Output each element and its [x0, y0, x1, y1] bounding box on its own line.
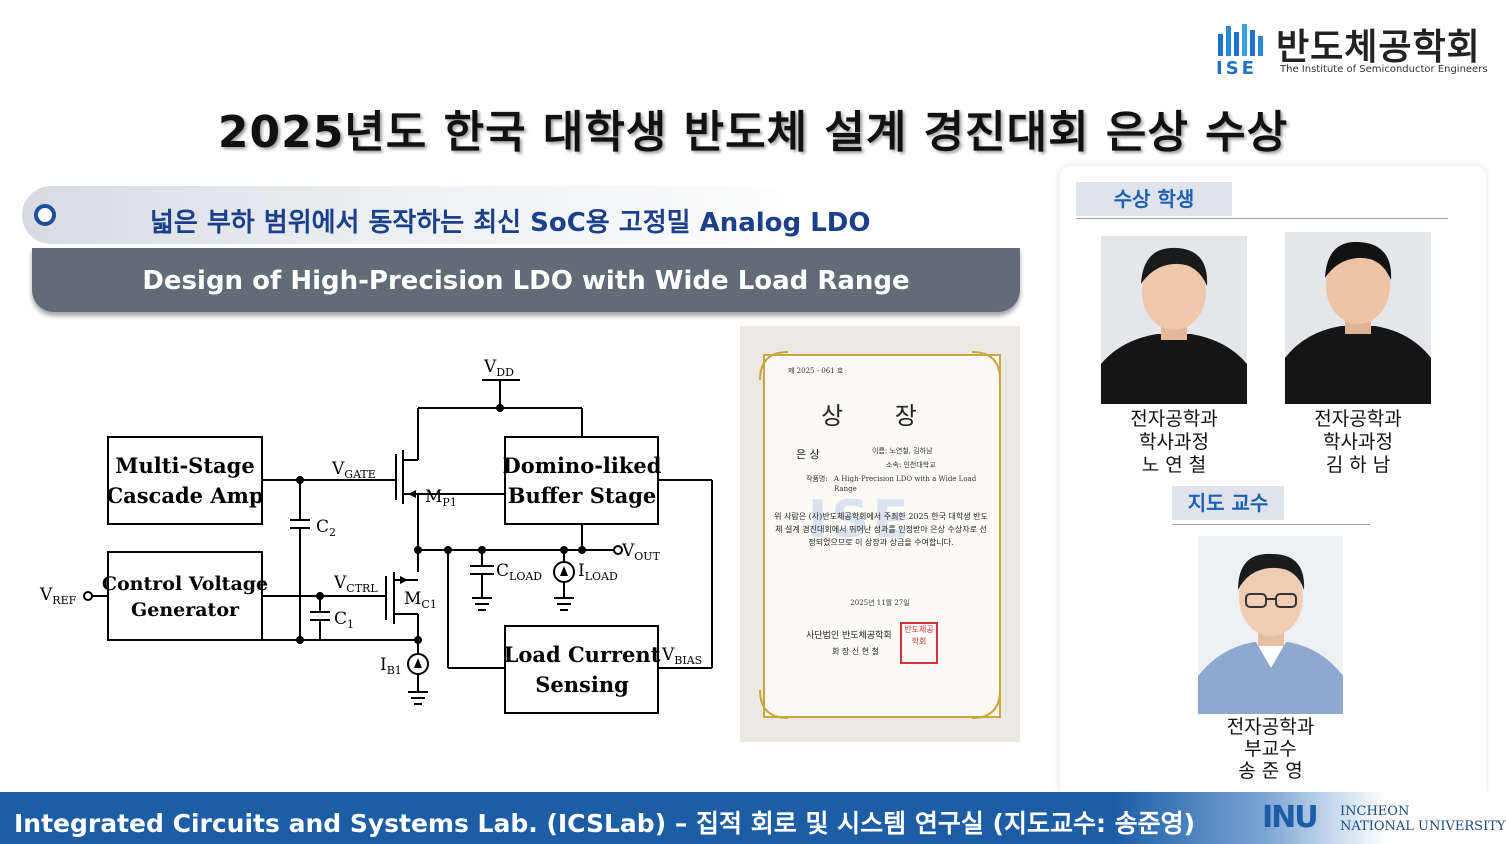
- vctrl-sub: CTRL: [346, 582, 378, 595]
- bullet-icon: [34, 204, 56, 226]
- vout-label: V: [621, 541, 635, 561]
- vdd-label: V: [483, 357, 497, 377]
- ib1-sub: B1: [387, 664, 402, 677]
- svg-text:VGATE: VGATE: [331, 459, 376, 481]
- svg-text:C1: C1: [334, 609, 354, 631]
- vbias-label: V: [661, 645, 675, 665]
- svg-text:VDD: VDD: [483, 357, 514, 379]
- load-current-sensing-block: [504, 625, 659, 714]
- lcs-label-1: Load Current: [504, 642, 661, 667]
- svg-text:MP1: MP1: [425, 487, 457, 509]
- project-subtitle: 넓은 부하 범위에서 동작하는 최신 SoC용 고정밀 Analog LDO: [150, 208, 871, 238]
- iload-label: I: [578, 561, 585, 581]
- inu-logo: INU: [1262, 800, 1319, 835]
- cload-label: C: [496, 561, 509, 581]
- amp-label-1: Multi-Stage: [115, 453, 254, 478]
- multi-stage-amp-block: [107, 436, 263, 525]
- buffer-label-2: Buffer Stage: [508, 483, 657, 508]
- lcs-label-2: Sensing: [535, 672, 629, 697]
- ldo-circuit-diagram: Multi-Stage Cascade Amp Control Voltage …: [39, 357, 713, 714]
- project-banner-text: Design of High-Precision LDO with Wide L…: [142, 266, 910, 296]
- cload-sub: LOAD: [509, 570, 542, 583]
- vgate-sub: GATE: [344, 468, 376, 481]
- student-2-course: 학사과정: [1323, 431, 1393, 453]
- ise-logo-english: The Institute of Semiconductor Engineers: [1280, 64, 1488, 75]
- vgate-label: V: [331, 459, 345, 479]
- vdd-sub: DD: [496, 366, 514, 379]
- iload-sub: LOAD: [585, 570, 618, 583]
- certificate-affiliation: 소속: 인천대학교: [886, 461, 936, 469]
- ib1-label: I: [380, 655, 387, 675]
- university-name-line1: INCHEON: [1340, 804, 1410, 819]
- awardees-divider: [1076, 218, 1448, 219]
- university-name-line2: NATIONAL UNIVERSITY: [1340, 819, 1506, 834]
- student-2-dept: 전자공학과: [1314, 408, 1402, 430]
- footer-lab-name: Integrated Circuits and Systems Lab. (IC…: [14, 809, 1196, 838]
- advisor-name: 송 준 영: [1238, 760, 1303, 782]
- amp-label-2: Cascade Amp: [106, 483, 263, 508]
- buffer-label-1: Domino-liked: [503, 453, 662, 478]
- certificate-frame: [763, 354, 1001, 718]
- awardees-section-title: 수상 학생: [1076, 182, 1232, 216]
- vref-label: V: [39, 585, 53, 605]
- advisor-divider: [1172, 524, 1370, 525]
- certificate-date: 2025년 11월 27일: [850, 599, 910, 607]
- advisor-photo: [1198, 536, 1343, 714]
- certificate-corner-ornaments: [759, 351, 1001, 719]
- university-name: INCHEON NATIONAL UNIVERSITY: [1340, 804, 1505, 834]
- footer-bar: [0, 792, 1506, 844]
- vref-sub: REF: [52, 594, 76, 607]
- certificate-names: 이름: 노연철, 김하남: [872, 447, 933, 455]
- certificate-org: 사단법인 반도체공학회: [806, 631, 892, 641]
- svg-text:IB1: IB1: [380, 655, 402, 677]
- project-banner: [32, 248, 1020, 312]
- subtitle-pill: [22, 186, 1022, 244]
- vbias-sub: BIAS: [674, 654, 702, 667]
- svg-text:ILOAD: ILOAD: [578, 561, 618, 583]
- certificate-watermark-logo: ISE: [808, 490, 913, 550]
- ise-logo-korean: 반도체공학회: [1276, 27, 1481, 68]
- mp1-sub: P1: [442, 496, 456, 509]
- svg-text:VREF: VREF: [39, 585, 77, 607]
- student-1-course: 학사과정: [1139, 431, 1209, 453]
- c2-label: C: [316, 517, 329, 537]
- mc1-sub: C1: [421, 598, 436, 611]
- certificate-award: 은 상: [796, 448, 820, 461]
- certificate-work-label: 작품명:: [806, 475, 828, 483]
- c2-sub: 2: [329, 526, 336, 539]
- certificate-president: 회 장 신 현 철: [832, 647, 879, 656]
- vctrl-label: V: [333, 573, 347, 593]
- mc1-label: M: [404, 589, 421, 609]
- svg-text:C2: C2: [316, 517, 336, 539]
- svg-text:MC1: MC1: [404, 589, 437, 611]
- cvg-label-1: Control Voltage: [102, 573, 268, 595]
- page-title: 2025년도 한국 대학생 반도체 설계 경진대회 은상 수상: [217, 107, 1289, 158]
- certificate-seal: 반도체공학회: [900, 622, 938, 664]
- advisor-section-title: 지도 교수: [1172, 486, 1284, 520]
- control-voltage-generator-block: [107, 551, 263, 641]
- student-photo-1: [1101, 236, 1247, 404]
- certificate-work: A High-Precision LDO with a Wide Load Ra…: [834, 475, 977, 493]
- student-2-name: 김 하 남: [1325, 454, 1391, 476]
- c1-sub: 1: [347, 618, 354, 631]
- advisor-position: 부교수: [1244, 738, 1297, 760]
- advisor-dept: 전자공학과: [1226, 716, 1315, 738]
- mp1-label: M: [425, 487, 442, 507]
- svg-text:VOUT: VOUT: [621, 541, 661, 563]
- student-1-name: 노 연 철: [1141, 454, 1207, 476]
- certificate-title: 상 장: [821, 402, 939, 430]
- student-1-dept: 전자공학과: [1130, 408, 1218, 430]
- svg-text:CLOAD: CLOAD: [496, 561, 542, 583]
- certificate-number: 제 2025 - 061 호: [788, 367, 844, 375]
- buffer-stage-block: [504, 436, 659, 525]
- c1-label: C: [334, 609, 347, 629]
- certificate-body: 위 사람은 (사)반도체공학회에서 주최한 2025 한국 대학생 반도체 설계…: [774, 512, 988, 547]
- svg-text:VBIAS: VBIAS: [661, 645, 702, 667]
- ise-logo-icon: [1218, 24, 1263, 56]
- student-photo-2: [1285, 232, 1431, 404]
- svg-text:VCTRL: VCTRL: [333, 573, 378, 595]
- ise-logo-abbr: ISE: [1216, 58, 1257, 79]
- vout-sub: OUT: [634, 550, 660, 563]
- cvg-label-2: Generator: [131, 599, 240, 621]
